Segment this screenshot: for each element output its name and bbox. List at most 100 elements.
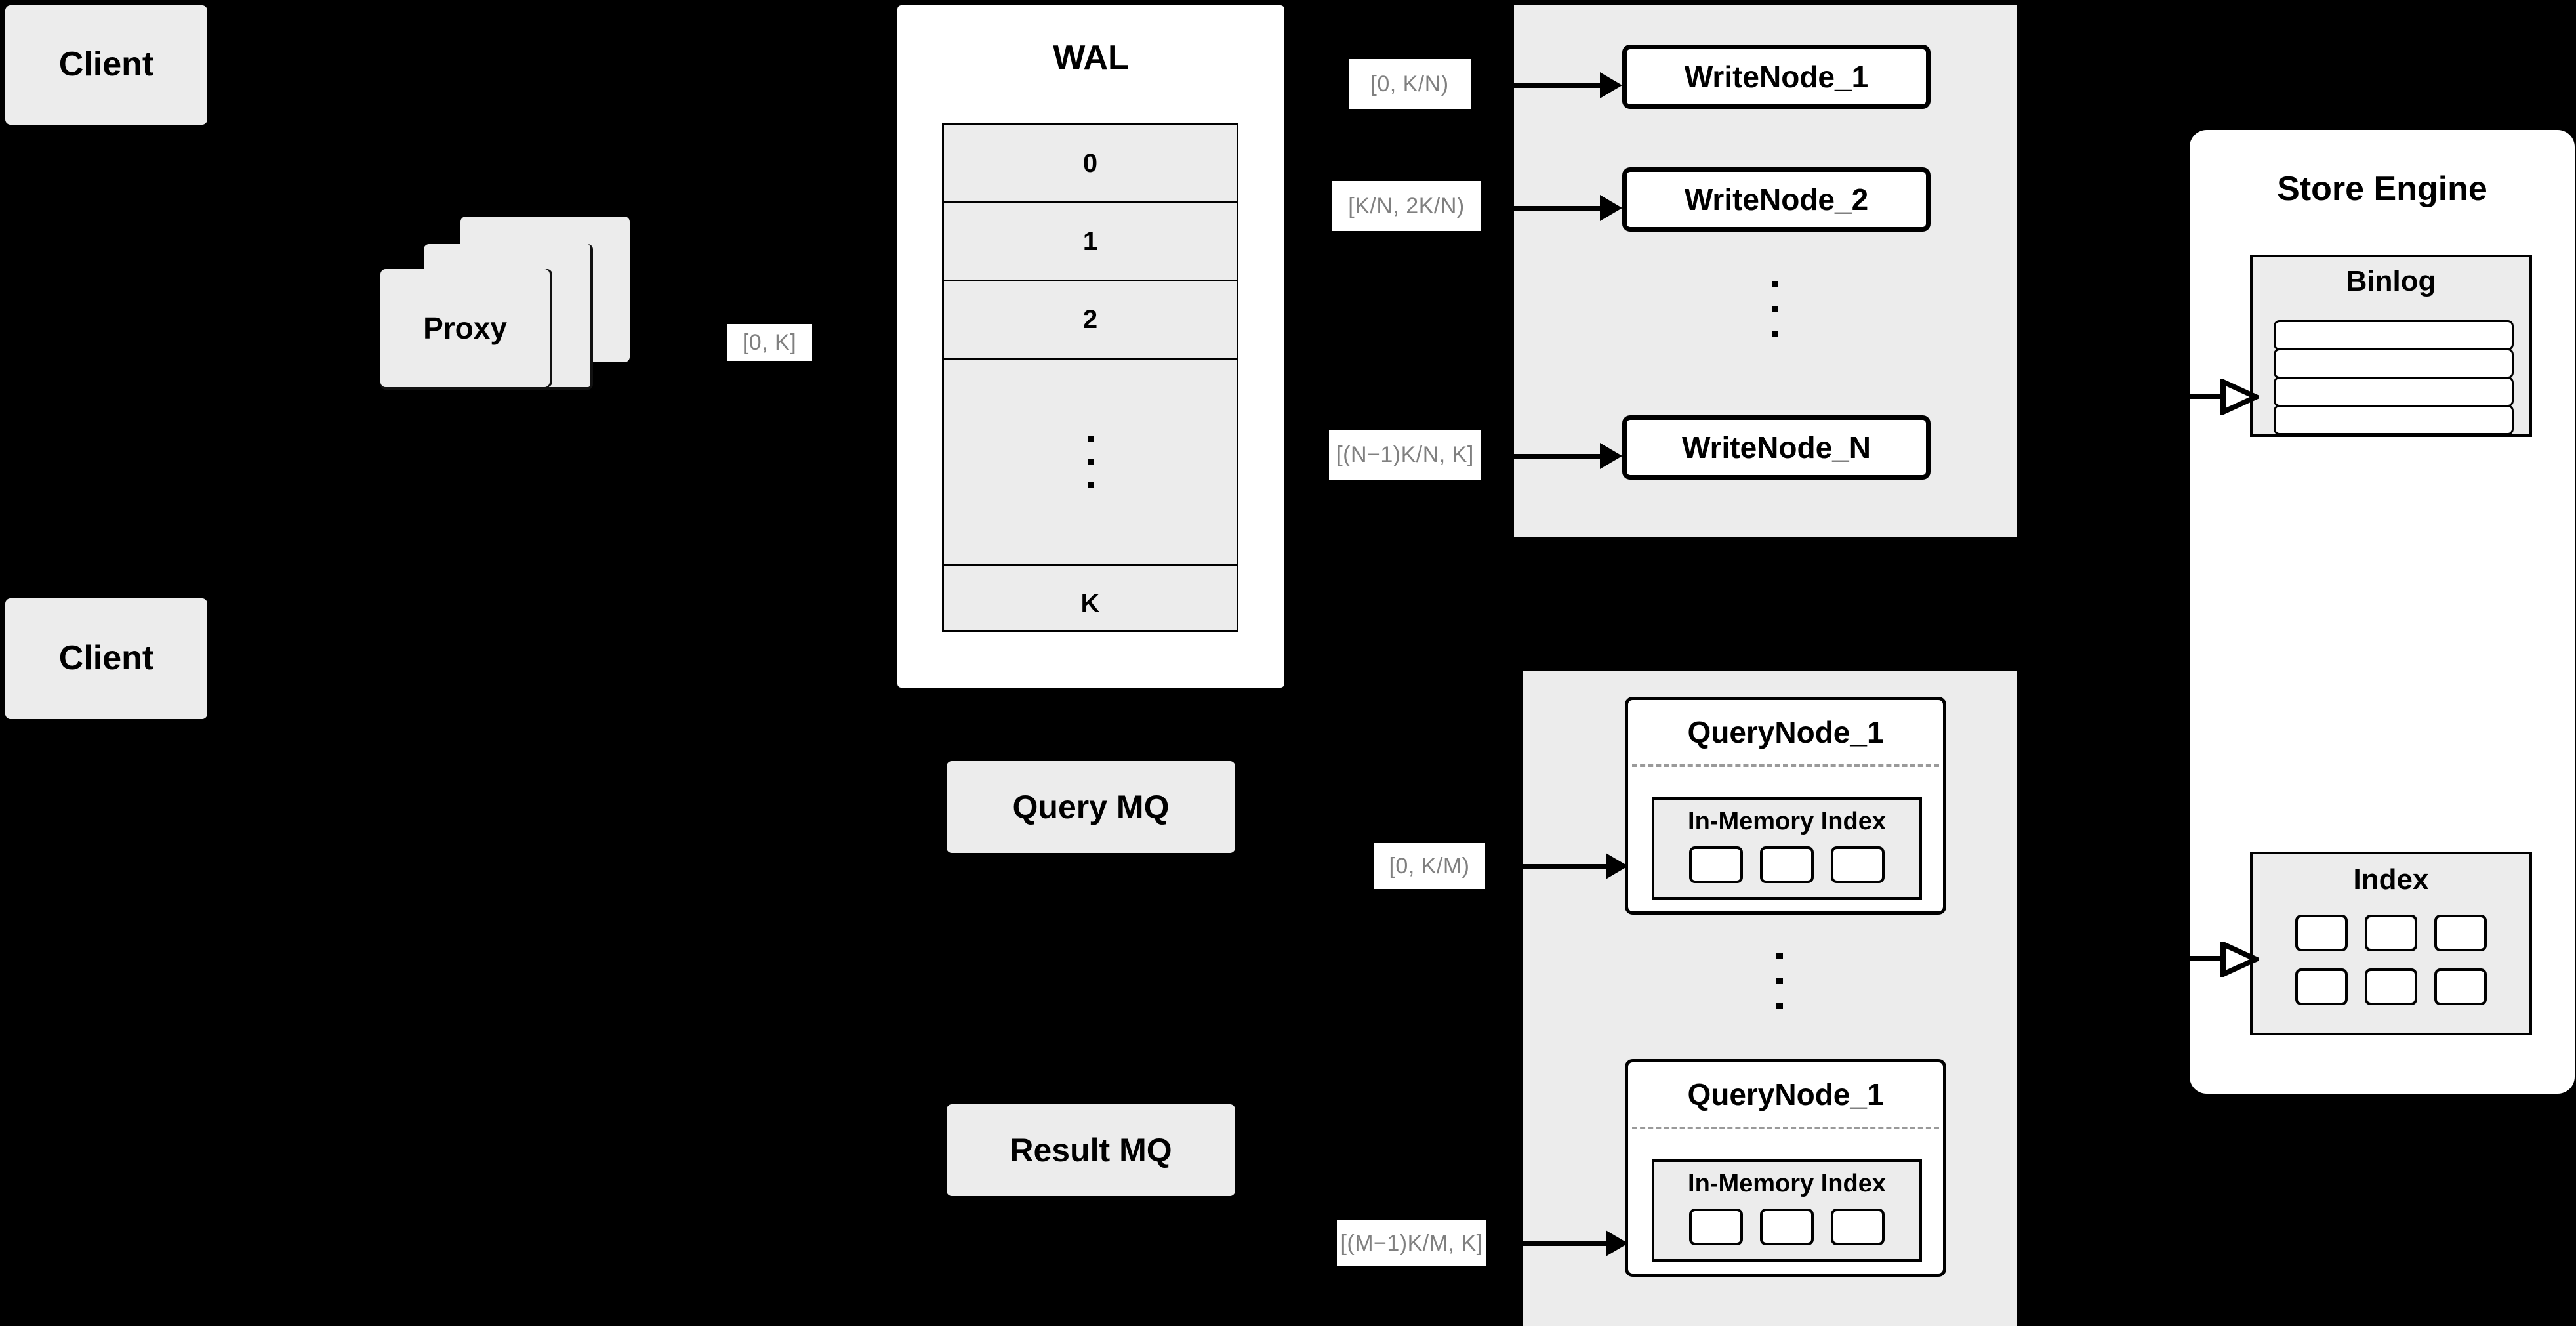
range-label-query-node-m-text: [(M−1)K/M, K] xyxy=(1340,1230,1483,1256)
binlog-bar[interactable] xyxy=(2274,320,2514,350)
query-cluster-ellipsis xyxy=(1776,953,1783,1009)
range-label-proxy-to-wal: [0, K] xyxy=(727,324,812,361)
binlog-bar[interactable] xyxy=(2274,377,2514,407)
index-cell[interactable] xyxy=(1831,1209,1885,1245)
query-mq-label: Query MQ xyxy=(1012,788,1170,825)
query-node-1-index-cells xyxy=(1654,846,1919,883)
ellipsis-dot-icon xyxy=(1772,331,1778,337)
arrow-line xyxy=(1514,205,1600,211)
wal-row-label: 2 xyxy=(1082,304,1098,334)
ellipsis-dot-icon xyxy=(1776,978,1783,984)
proxy-card-front[interactable]: Proxy xyxy=(380,269,550,387)
arrow-line xyxy=(1514,453,1600,459)
index-cell[interactable] xyxy=(2365,915,2417,951)
wal-row-ellipsis xyxy=(944,360,1237,566)
proxy-stack[interactable]: Proxy xyxy=(380,217,669,426)
range-label-query-node-1: [0, K/M) xyxy=(1374,843,1485,889)
wal-row[interactable]: K xyxy=(944,566,1237,641)
wal-table: 0 1 2 K xyxy=(942,123,1238,632)
arrow-to-query-node-1 xyxy=(1523,853,1628,879)
wal-row-label: 0 xyxy=(1082,148,1098,178)
range-label-query-node-1-text: [0, K/M) xyxy=(1389,853,1470,879)
arrow-line xyxy=(2184,956,2225,961)
arrow-to-write-node-2 xyxy=(1514,195,1622,221)
client-node-2[interactable]: Client xyxy=(5,598,207,719)
write-node-1-label: WriteNode_1 xyxy=(1684,60,1869,94)
range-label-write-node-n: [(N−1)K/N, K] xyxy=(1329,430,1481,480)
range-label-query-node-m: [(M−1)K/M, K] xyxy=(1337,1220,1486,1266)
ellipsis-dot-icon xyxy=(1087,482,1094,488)
client-node-1-label: Client xyxy=(58,45,154,84)
arrow-to-binlog xyxy=(2184,379,2259,415)
write-cluster-panel: WriteNode_1 WriteNode_2 WriteNode_N xyxy=(1514,5,2017,537)
ellipsis-dot-icon xyxy=(1087,459,1094,465)
index-cell[interactable] xyxy=(1760,846,1814,883)
binlog-bar[interactable] xyxy=(2274,405,2514,435)
index-cell[interactable] xyxy=(2365,968,2417,1005)
arrow-to-write-node-n xyxy=(1514,443,1622,469)
wal-container: WAL 0 1 2 K xyxy=(897,5,1284,688)
query-node-m-index-title: In-Memory Index xyxy=(1688,1170,1886,1197)
ellipsis-dot-icon xyxy=(1776,1003,1783,1009)
query-node-m[interactable]: QueryNode_1 In-Memory Index xyxy=(1625,1059,1946,1277)
index-cell[interactable] xyxy=(2434,915,2487,951)
client-node-2-label: Client xyxy=(58,639,154,678)
arrow-head-icon xyxy=(1606,1230,1628,1256)
client-node-1[interactable]: Client xyxy=(5,5,207,125)
index-cell[interactable] xyxy=(1689,1209,1743,1245)
result-mq-node[interactable]: Result MQ xyxy=(947,1104,1235,1196)
arrow-line xyxy=(1514,83,1600,88)
query-mq-node[interactable]: Query MQ xyxy=(947,761,1235,853)
query-node-1[interactable]: QueryNode_1 In-Memory Index xyxy=(1625,697,1946,915)
index-cell[interactable] xyxy=(2295,968,2348,1005)
arrow-to-query-node-m xyxy=(1523,1230,1628,1256)
arrow-head-icon xyxy=(1600,195,1622,221)
hollow-arrow-head-icon xyxy=(2220,942,2259,977)
ellipsis-dot-icon xyxy=(1772,306,1778,312)
arrow-line xyxy=(1523,863,1606,869)
write-node-1[interactable]: WriteNode_1 xyxy=(1622,45,1931,109)
index-cell[interactable] xyxy=(1689,846,1743,883)
ellipsis-dot-icon xyxy=(1087,436,1094,442)
write-node-n-label: WriteNode_N xyxy=(1682,430,1871,465)
range-label-proxy-to-wal-text: [0, K] xyxy=(742,329,797,355)
arrow-head-icon xyxy=(1600,72,1622,98)
arrow-head-icon xyxy=(1600,443,1622,469)
query-node-1-index-title: In-Memory Index xyxy=(1688,808,1886,835)
query-node-m-index: In-Memory Index xyxy=(1652,1159,1922,1262)
store-index-title: Index xyxy=(2353,863,2429,896)
write-node-n[interactable]: WriteNode_N xyxy=(1622,415,1931,480)
result-mq-label: Result MQ xyxy=(1010,1131,1172,1169)
wal-row[interactable]: 2 xyxy=(944,281,1237,360)
arrow-to-store-index xyxy=(2184,942,2259,977)
wal-title: WAL xyxy=(1053,39,1129,77)
wal-row-label: K xyxy=(1080,589,1100,618)
index-cell[interactable] xyxy=(1760,1209,1814,1245)
ellipsis-dot-icon xyxy=(1772,281,1778,287)
wal-row[interactable]: 0 xyxy=(944,125,1237,203)
write-cluster-ellipsis xyxy=(1772,281,1778,337)
range-label-write-node-1: [0, K/N) xyxy=(1349,59,1471,109)
query-node-m-index-cells xyxy=(1654,1209,1919,1245)
write-node-2[interactable]: WriteNode_2 xyxy=(1622,167,1931,232)
index-cell[interactable] xyxy=(2295,915,2348,951)
range-label-write-node-2: [K/N, 2K/N) xyxy=(1332,181,1481,231)
binlog-bars xyxy=(2274,320,2514,435)
range-label-write-node-1-text: [0, K/N) xyxy=(1370,71,1449,96)
range-label-write-node-n-text: [(N−1)K/N, K] xyxy=(1336,442,1474,467)
write-node-2-label: WriteNode_2 xyxy=(1684,182,1869,217)
index-cell[interactable] xyxy=(1831,846,1885,883)
binlog-bar[interactable] xyxy=(2274,348,2514,379)
query-node-m-divider xyxy=(1632,1127,1939,1129)
hollow-arrow-head-icon xyxy=(2220,379,2259,415)
ellipsis-dot-icon xyxy=(1776,953,1783,959)
wal-row[interactable]: 1 xyxy=(944,203,1237,281)
store-index-cell-row xyxy=(2253,968,2529,1005)
binlog-box: Binlog xyxy=(2250,255,2532,437)
binlog-title: Binlog xyxy=(2346,265,2436,297)
arrow-line xyxy=(1523,1241,1606,1246)
wal-row-label: 1 xyxy=(1082,226,1098,256)
index-cell[interactable] xyxy=(2434,968,2487,1005)
query-node-1-index: In-Memory Index xyxy=(1652,797,1922,900)
